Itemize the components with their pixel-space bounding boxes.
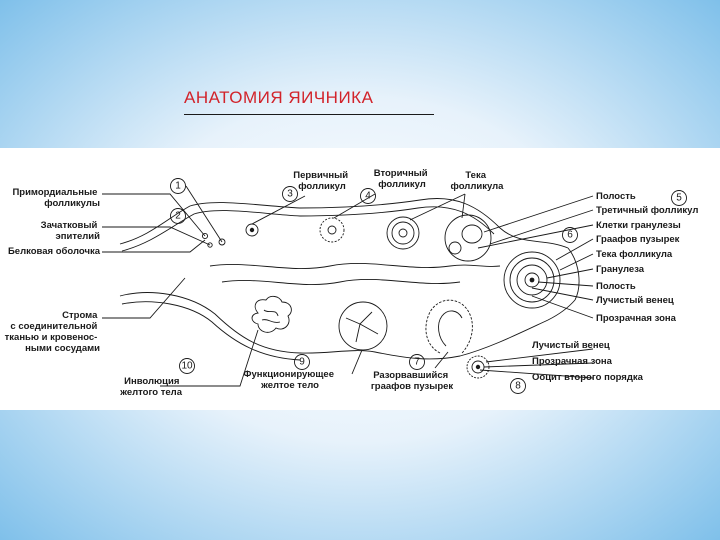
- leader-lines: [102, 185, 594, 387]
- label-germinal-epithelium: Зачатковый эпителий: [41, 220, 100, 242]
- secondary-follicle-core: [327, 225, 337, 235]
- label-egg-corona-radiata: Лучистый венец: [532, 340, 610, 351]
- secondary-follicle: [319, 217, 345, 243]
- label-primordial-follicles: Примордиальные фолликулы: [12, 187, 100, 209]
- medulla-line-1: [209, 263, 501, 269]
- graafian-follicle: [503, 251, 561, 309]
- released-oocyte: [475, 364, 481, 370]
- growing-follicle-inner: [391, 221, 415, 245]
- label-tunica-albuginea: Белковая оболочка: [8, 246, 101, 257]
- involuting-corpus-luteum: [251, 295, 292, 333]
- label-ruptured-graafian-follicle: Разорвавшийся граафов пузырек: [371, 370, 454, 392]
- corpus-luteum-septa: [345, 311, 379, 343]
- label-follicle-theca: Тека фолликула: [596, 249, 673, 260]
- tertiary-follicle-cavity: [461, 224, 483, 244]
- callout-10: 10: [179, 358, 195, 374]
- label-tertiary-follicle: Третичный фолликул: [596, 205, 698, 216]
- svg-text:1: 1: [175, 181, 181, 192]
- growing-follicle-oocyte: [398, 228, 408, 238]
- callout-9: 9: [294, 354, 310, 370]
- tertiary-follicle-oocyte: [448, 241, 462, 255]
- callout-7: 7: [409, 354, 425, 370]
- medulla-line-2: [221, 279, 461, 285]
- svg-text:9: 9: [299, 357, 305, 368]
- ovary-diagram: 1 2 3 4 5 6 7 8 9 10 Примордиальные фолл…: [5, 168, 699, 398]
- label-granulosa: Гранулеза: [596, 264, 645, 275]
- primordial-follicle-1: [201, 232, 209, 240]
- callout-5: 5: [671, 190, 687, 206]
- svg-text:7: 7: [414, 357, 420, 368]
- graafian-follicle-theca: [509, 257, 555, 303]
- callout-3: 3: [282, 186, 298, 202]
- graafian-follicle-oocyte: [524, 272, 540, 288]
- graafian-follicle-nucleus: [529, 277, 535, 283]
- label-cavity: Полость: [596, 191, 636, 202]
- label-graafian-follicle: Граафов пузырек: [596, 234, 680, 245]
- label-granulosa-cells: Клетки гранулезы: [596, 220, 681, 231]
- ovary-outline-top: [119, 198, 569, 249]
- svg-text:4: 4: [365, 191, 371, 202]
- label-primary-follicle: Первичный фолликул: [293, 170, 350, 192]
- svg-text:8: 8: [515, 381, 521, 392]
- growing-follicle: [386, 216, 420, 250]
- ovary-diagram-panel: 1 2 3 4 5 6 7 8 9 10 Примордиальные фолл…: [0, 148, 720, 410]
- label-secondary-oocyte: Ооцит второго порядка: [532, 372, 644, 383]
- graafian-follicle-granulosa: [516, 264, 548, 296]
- callout-8: 8: [510, 378, 526, 394]
- callout-2: 2: [170, 208, 186, 224]
- svg-text:6: 6: [567, 230, 573, 241]
- svg-text:10: 10: [181, 361, 193, 372]
- label-follicle-theca-top: Тека фолликула: [451, 170, 505, 192]
- slide-title: АНАТОМИЯ ЯИЧНИКА: [184, 88, 434, 115]
- label-functioning-corpus-luteum: Функционирующее желтое тело: [243, 369, 336, 391]
- tertiary-follicle: [444, 214, 492, 262]
- svg-text:2: 2: [175, 211, 181, 222]
- primary-follicle-core: [249, 227, 255, 233]
- label-corpus-luteum-involution: Инволюция желтого тела: [119, 376, 183, 398]
- label-cavity-2: Полость: [596, 281, 636, 292]
- callout-1: 1: [170, 178, 186, 194]
- primordial-follicle-2: [207, 242, 213, 248]
- svg-text:5: 5: [676, 193, 682, 204]
- label-stroma: Строма с соединительной тканью и кровено…: [5, 310, 101, 354]
- ruptured-follicle-inner: [438, 310, 463, 347]
- involuting-corpus-luteum-detail: [261, 309, 281, 323]
- svg-text:3: 3: [287, 189, 293, 200]
- label-zona-pellucida: Прозрачная зона: [596, 313, 677, 324]
- label-secondary-follicle: Вторичный фолликул: [374, 168, 431, 190]
- corpus-luteum: [338, 301, 388, 351]
- ruptured-follicle: [425, 299, 473, 354]
- callout-4: 4: [360, 188, 376, 204]
- label-egg-zona-pellucida: Прозрачная зона: [532, 356, 613, 367]
- primordial-follicle-3: [218, 238, 226, 246]
- ovary-outline-inner-bottom: [121, 301, 301, 361]
- label-corona-radiata: Лучистый венец: [596, 295, 674, 306]
- ovary-outline-inner-top: [121, 206, 495, 252]
- ovary-outline-bottom: [119, 292, 576, 360]
- callout-6: 6: [562, 227, 578, 243]
